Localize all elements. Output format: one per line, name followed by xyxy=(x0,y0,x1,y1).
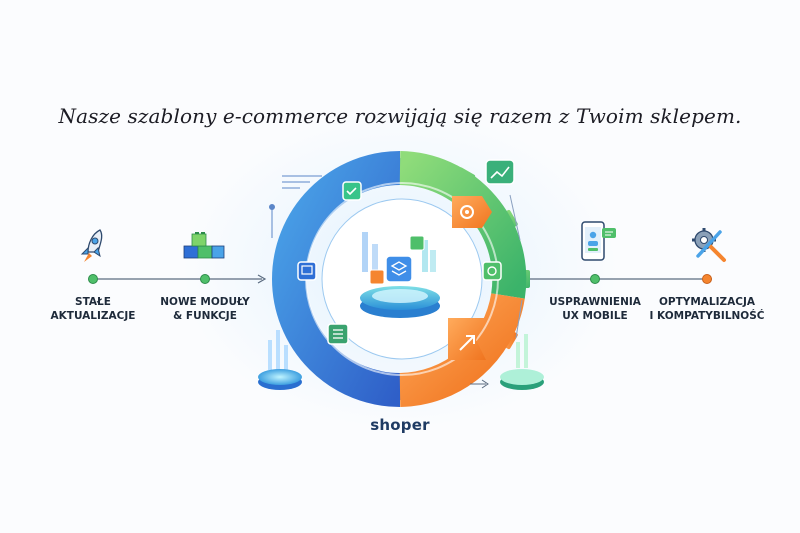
settings-badge xyxy=(452,196,492,228)
timeline-right xyxy=(530,274,712,284)
left-pad xyxy=(258,330,302,390)
central-platform xyxy=(360,232,440,318)
smartphone-icon xyxy=(581,221,616,261)
ring-tiles xyxy=(297,159,515,345)
headline: Nasze szablony e-commerce rozwijają się … xyxy=(58,104,742,128)
rocket-icon xyxy=(80,229,103,262)
timeline-left xyxy=(88,274,267,284)
wrench-gear-icon xyxy=(692,228,726,262)
step-label-nowe-moduly: NOWE MODUŁY& FUNKCJE xyxy=(160,296,250,322)
orange-arrow xyxy=(448,318,486,360)
brand-logo: shoper xyxy=(370,416,430,434)
right-pad xyxy=(500,334,544,390)
building-blocks-icon xyxy=(183,232,225,259)
decor-lines xyxy=(269,175,523,389)
